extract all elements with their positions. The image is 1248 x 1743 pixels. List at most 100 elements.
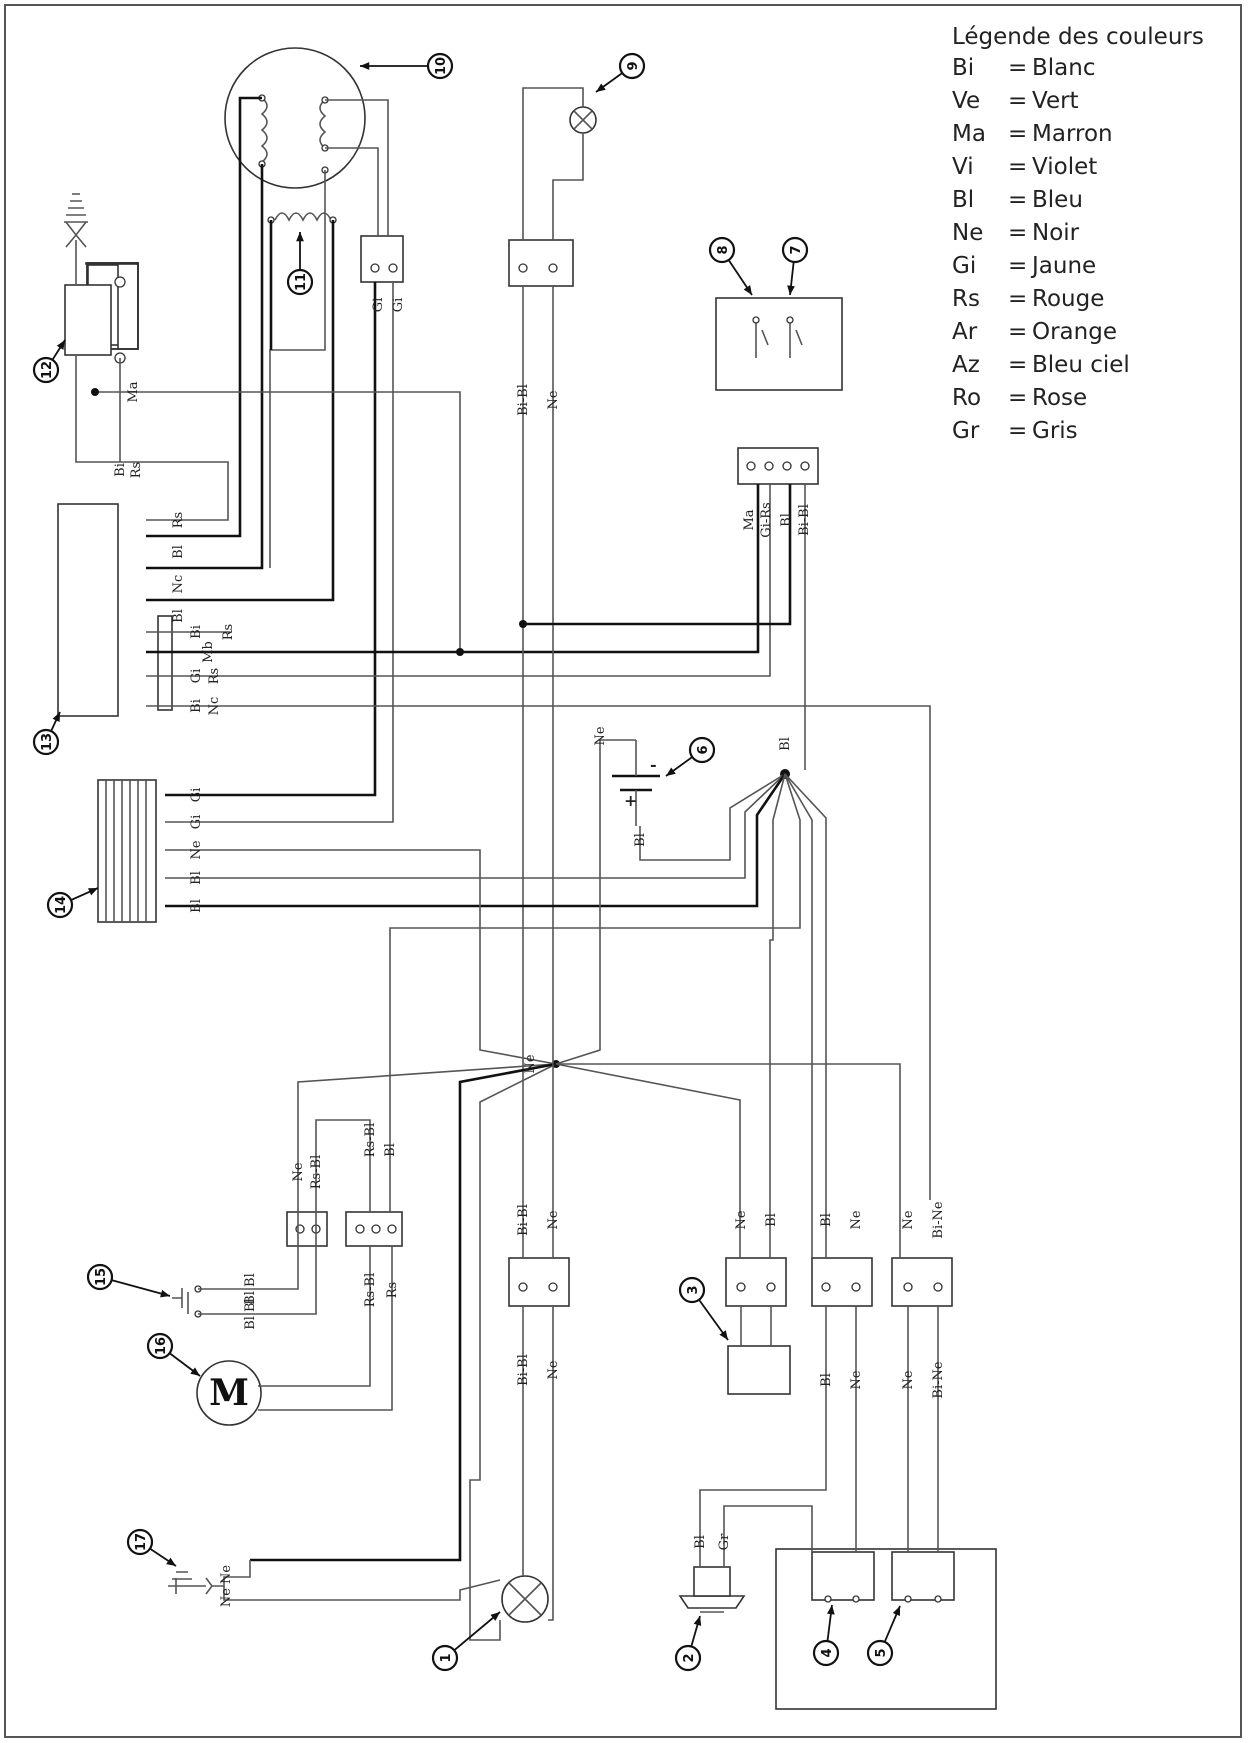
callout-number: 6 <box>696 745 711 754</box>
wire-label: Bl Bl <box>243 1298 258 1330</box>
handlebar-switch-box <box>775 1548 997 1710</box>
legend-color-name: Jaune <box>1032 253 1097 279</box>
regulator-14 <box>97 779 157 923</box>
wire-label: Bi-Ne <box>931 1201 946 1238</box>
callout-12: 12 <box>32 339 66 384</box>
legend-equals: = <box>1008 352 1028 378</box>
legend-color-name: Bleu ciel <box>1032 352 1130 378</box>
callout-7: 7 <box>781 236 809 296</box>
battery-minus: - <box>650 755 657 774</box>
legend-row-bl: Bl=Bleu <box>952 184 1204 217</box>
wire-label: Rs-Bl <box>309 1155 324 1190</box>
stator-10 <box>224 47 366 189</box>
switch-box-7-8 <box>715 297 843 391</box>
callout-number: 1 <box>439 1653 454 1662</box>
connector-3 <box>725 1257 787 1307</box>
callout-number: 14 <box>54 896 69 914</box>
legend-color-name: Orange <box>1032 319 1117 345</box>
wire-label: Rs <box>171 512 186 528</box>
legend-code: Ve <box>952 88 981 114</box>
wire-label: Bi-Bl <box>797 504 812 536</box>
callout-10: 10 <box>360 52 454 80</box>
legend-code: Rs <box>952 286 980 312</box>
legend-code: Gi <box>952 253 977 279</box>
lamp-1 <box>501 1575 549 1623</box>
wire-label: Gr <box>717 1533 732 1550</box>
callout-number: 5 <box>874 1648 889 1657</box>
legend-code: Ma <box>952 121 986 147</box>
callout-number: 7 <box>789 245 804 254</box>
callout-number: 15 <box>94 1268 109 1286</box>
callout-number: 12 <box>40 361 55 379</box>
connector-9 <box>508 239 574 287</box>
wire-label: Bi-Bl <box>516 1204 531 1236</box>
wire-label: Ne <box>291 1162 306 1181</box>
wire-label: Gi <box>189 788 204 803</box>
legend-equals: = <box>1008 319 1028 345</box>
legend-color-name: Vert <box>1032 88 1079 114</box>
switch-5 <box>891 1551 955 1601</box>
switch-4 <box>811 1551 875 1601</box>
wire-label: Rs <box>221 624 236 640</box>
legend-row-gr: Gr=Gris <box>952 415 1204 448</box>
motor-16: M <box>196 1360 262 1426</box>
legend-row-bi: Bi=Blanc <box>952 52 1204 85</box>
connector-4 <box>811 1257 873 1307</box>
wire-label: Bi <box>113 463 128 477</box>
callout-number: 11 <box>294 273 309 291</box>
legend-row-ma: Ma=Marron <box>952 118 1204 151</box>
callout-number: 8 <box>716 245 731 254</box>
wire-label: Bi-Bl <box>516 384 531 416</box>
ground-17 <box>168 1571 213 1595</box>
wire-label: Bl <box>633 833 648 847</box>
legend-row-ne: Ne=Noir <box>952 217 1204 250</box>
battery-plus: + <box>624 791 637 810</box>
legend-code: Bi <box>952 55 975 81</box>
callout-9: 9 <box>595 52 646 93</box>
connector-15a <box>286 1211 328 1247</box>
legend-equals: = <box>1008 88 1028 114</box>
wire-label: Ma <box>126 381 141 402</box>
callout-number: 3 <box>686 1285 701 1294</box>
wire-label: Ne <box>849 1370 864 1389</box>
wire-label: Bi-Ne <box>931 1361 946 1398</box>
wire-label: Bl <box>189 871 204 885</box>
wire-label: Ne <box>593 726 608 745</box>
legend-color-name: Rose <box>1032 385 1088 411</box>
wire-label: Rs-Bl <box>363 1123 378 1158</box>
callout-6: 6 <box>665 736 716 777</box>
legend-color-name: Violet <box>1032 154 1098 180</box>
wire-label: Bl <box>778 737 793 751</box>
wire-label: Rs <box>207 668 222 684</box>
wire-label: Gi-Rs <box>759 502 774 537</box>
legend-code: Ne <box>952 220 984 246</box>
wire-label: Nc <box>171 575 186 594</box>
ignition-coil-12 <box>64 193 139 364</box>
connector-mid <box>508 1257 570 1307</box>
legend-code: Az <box>952 352 980 378</box>
wire-label: Ne <box>734 1210 749 1229</box>
wire-label: Bl <box>819 1213 834 1227</box>
callout-number: 17 <box>134 1533 149 1551</box>
callout-15: 15 <box>86 1263 171 1298</box>
legend-color-name: Rouge <box>1032 286 1105 312</box>
legend-color-name: Blanc <box>1032 55 1096 81</box>
legend-equals: = <box>1008 418 1028 444</box>
device-3 <box>727 1345 791 1395</box>
callout-number: 9 <box>626 61 641 70</box>
wire-label: Ne <box>546 1210 561 1229</box>
legend-row-az: Az =Bleu ciel <box>952 349 1204 382</box>
callout-2: 2 <box>674 1615 702 1672</box>
wire-label: Ma <box>742 509 757 530</box>
battery-6 <box>612 740 660 826</box>
wire-label: Rs <box>129 462 144 478</box>
legend-row-vi: Vi=Violet <box>952 151 1204 184</box>
legend-equals: = <box>1008 121 1028 147</box>
callout-13: 13 <box>32 711 61 756</box>
callout-number: 4 <box>820 1648 835 1657</box>
wire-label: Ne <box>189 840 204 859</box>
